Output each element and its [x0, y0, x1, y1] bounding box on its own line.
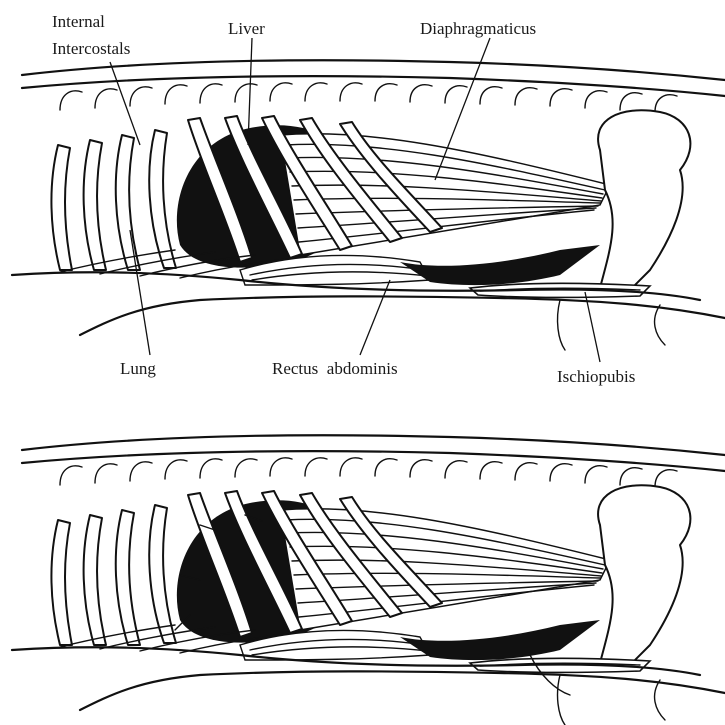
label-intercostals: Intercostals — [52, 39, 130, 58]
leader-lung — [130, 230, 150, 355]
label-internal: Internal — [52, 12, 105, 31]
leader-internal-intercostals — [110, 62, 140, 145]
label-rectus-abdominis: Rectus abdominis — [272, 359, 398, 378]
leader-rectus-abdominis — [360, 280, 390, 355]
label-ischiopubis: Ischiopubis — [557, 367, 635, 386]
label-diaphragmaticus: Diaphragmaticus — [420, 19, 536, 38]
label-liver: Liver — [228, 19, 265, 38]
label-lung: Lung — [120, 359, 156, 378]
top-panel — [12, 60, 725, 350]
bottom-panel — [12, 435, 725, 725]
